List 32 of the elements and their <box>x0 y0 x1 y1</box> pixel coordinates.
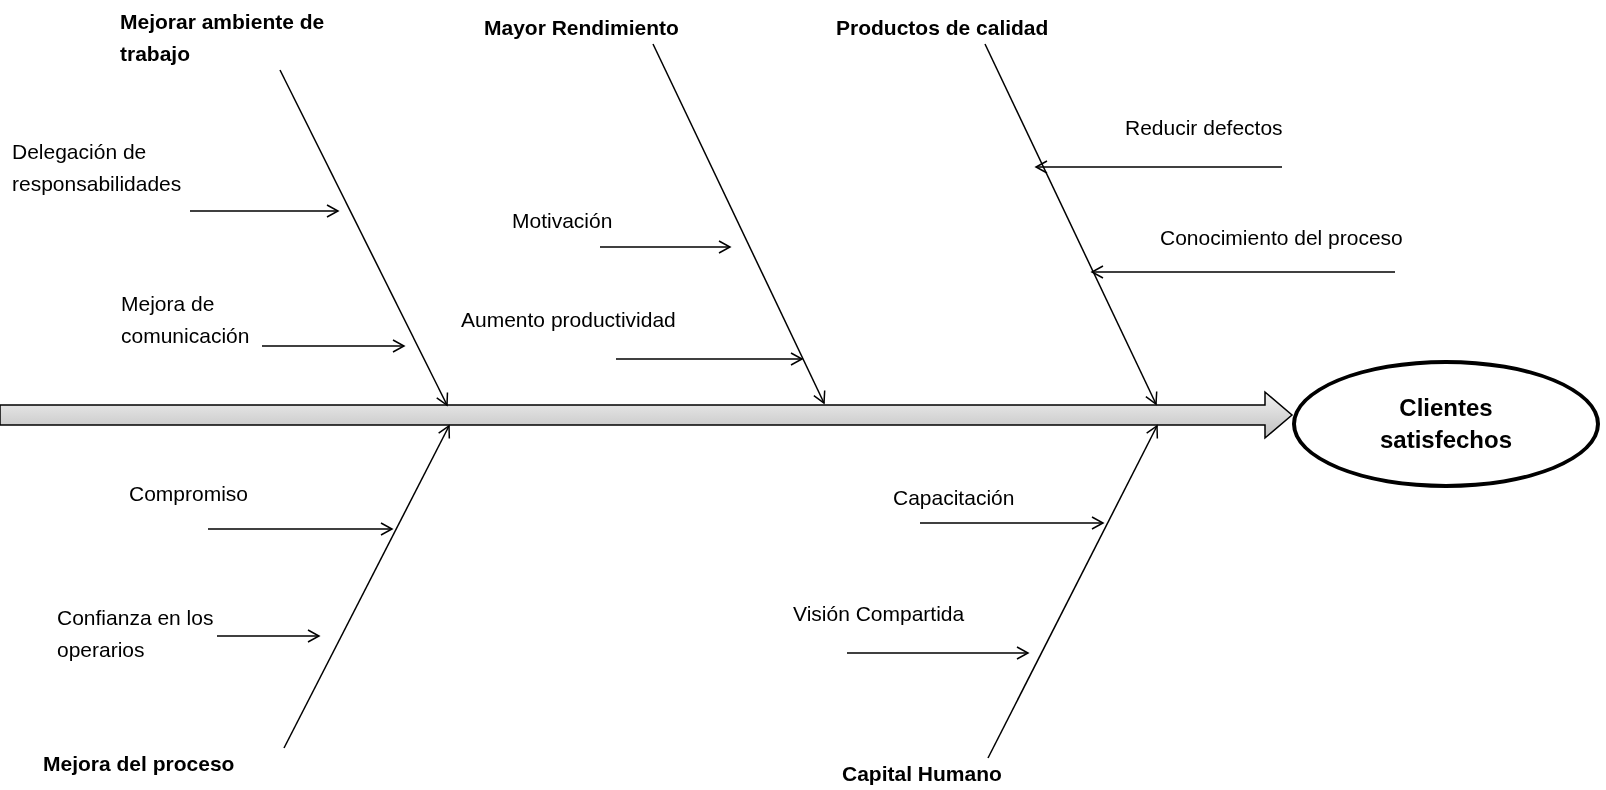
arrow <box>216 629 320 643</box>
arrow <box>189 204 339 218</box>
cause-label: Confianza en los operarios <box>57 602 217 666</box>
cause-label: Delegación de responsabilidades <box>12 136 227 200</box>
arrow <box>1091 265 1396 279</box>
cause-label: Conocimiento del proceso <box>1160 222 1403 254</box>
arrow <box>846 646 1029 660</box>
arrow <box>261 339 405 353</box>
cause-label: Motivación <box>512 205 613 237</box>
arrow <box>919 516 1104 530</box>
spine-arrow <box>0 390 1294 440</box>
cause-label: Compromiso <box>129 478 249 510</box>
effect-ellipse: Clientes satisfechos <box>1292 360 1600 488</box>
arrow <box>207 522 393 536</box>
arrow <box>283 425 451 749</box>
arrow <box>987 425 1159 759</box>
cause-label: Capacitación <box>893 482 1015 514</box>
arrow <box>615 352 803 366</box>
category-label: Productos de calidad <box>836 12 1049 44</box>
cause-label: Visión Compartida <box>793 598 965 630</box>
category-label: Mejora del proceso <box>43 748 288 780</box>
category-label: Capital Humano <box>842 758 1002 790</box>
cause-label: Reducir defectos <box>1125 112 1283 144</box>
arrow <box>279 69 449 406</box>
cause-label: Mejora de comunicación <box>121 288 262 352</box>
arrow <box>1035 160 1283 174</box>
arrow <box>599 240 731 254</box>
arrow <box>984 43 1158 405</box>
cause-label: Aumento productividad <box>461 304 676 336</box>
category-label: Mayor Rendimiento <box>484 12 679 44</box>
arrow <box>652 43 826 404</box>
category-label: Mejorar ambiente de trabajo <box>120 6 360 70</box>
